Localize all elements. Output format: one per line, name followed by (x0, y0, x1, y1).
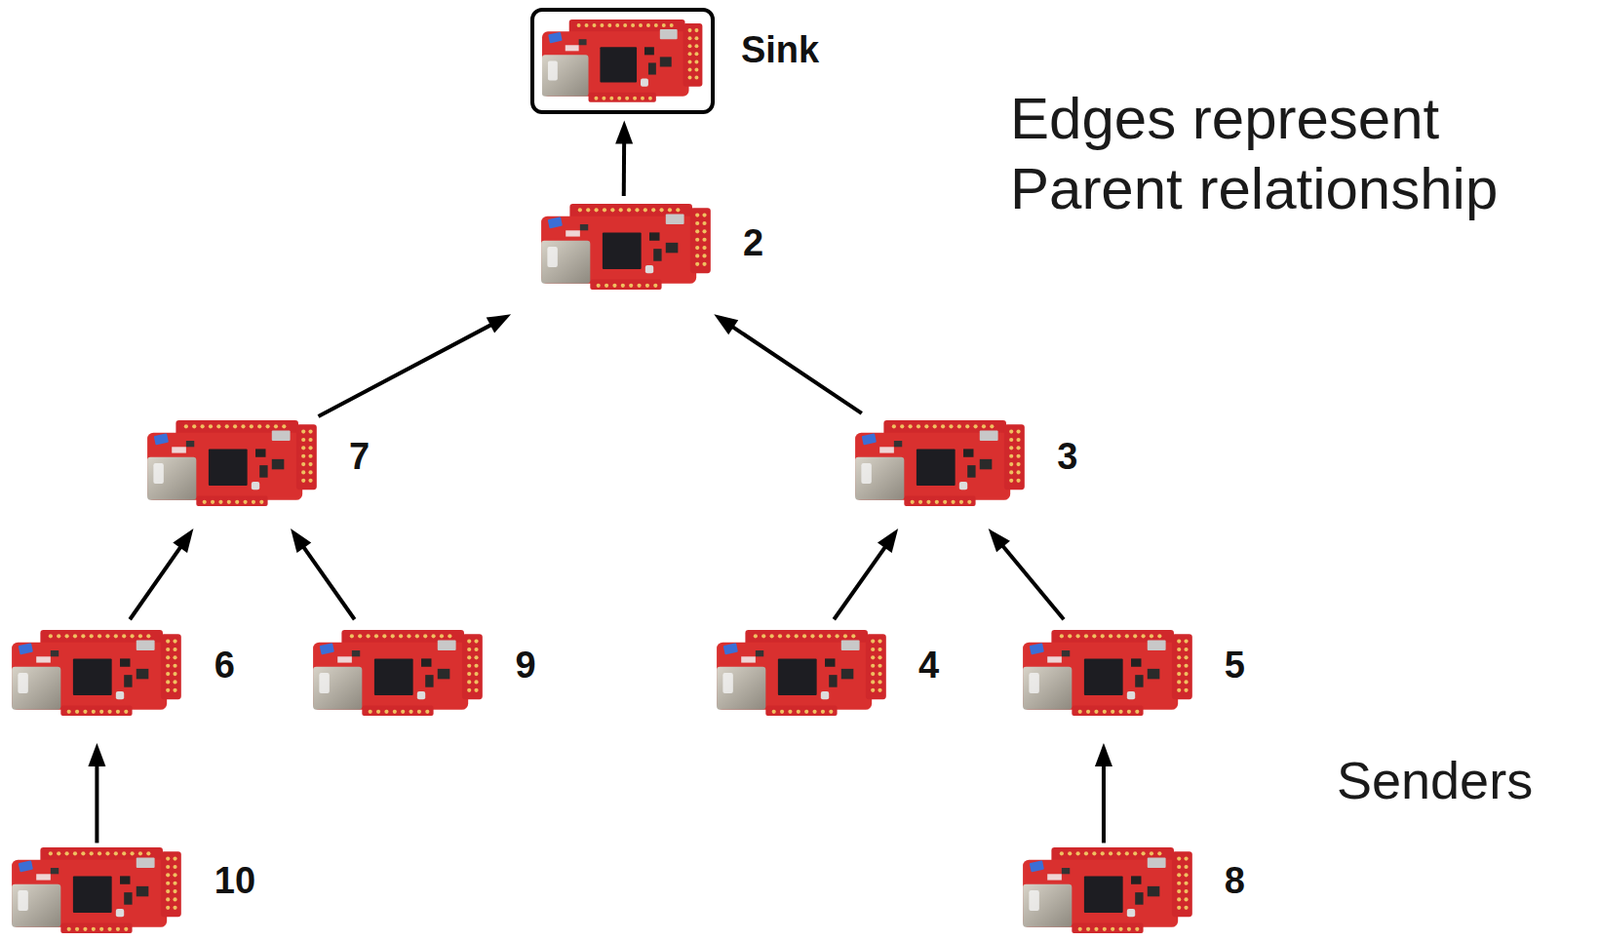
arrow-head (486, 313, 511, 333)
sensor-board (714, 627, 889, 718)
sensor-board (9, 627, 184, 718)
node-number: 7 (349, 436, 370, 478)
sensor-node: 10 (9, 845, 184, 936)
sensor-node: 2 (539, 201, 713, 292)
arrow-line (833, 546, 886, 620)
sensor-board (540, 17, 704, 105)
sensor-board (9, 845, 184, 936)
node-number: 8 (1224, 860, 1246, 902)
arrow-head (615, 119, 633, 144)
arrow-head (713, 313, 739, 335)
node-number: 2 (742, 223, 764, 265)
parent-arrow (1094, 742, 1113, 844)
sink-label: Sink (741, 30, 820, 72)
node-number: 10 (214, 860, 256, 902)
legend-note: Edges represent Parent relationship (1010, 83, 1594, 225)
sink-node: Sink (530, 7, 714, 115)
sensor-node: 7 (145, 418, 319, 508)
arrow-line (94, 764, 99, 844)
arrow-line (1101, 764, 1106, 844)
arrow-head (877, 528, 898, 553)
sensor-node: 8 (1020, 845, 1195, 936)
parent-arrow (87, 742, 106, 844)
arrow-line (318, 324, 493, 417)
sensor-board (1020, 627, 1195, 718)
arrow-line (732, 326, 862, 414)
arrow-line (622, 141, 626, 196)
parent-arrow (713, 313, 862, 414)
sensor-node: 6 (9, 627, 184, 718)
sensor-board (1020, 845, 1195, 936)
arrow-head (290, 528, 312, 553)
node-number: 4 (918, 645, 939, 687)
sensor-node: 3 (853, 418, 1027, 508)
arrow-head (1094, 742, 1113, 767)
sensor-board (311, 627, 485, 718)
node-number: 9 (514, 645, 536, 687)
sensor-board (145, 418, 319, 508)
sensor-board (539, 201, 713, 292)
arrow-head (87, 742, 106, 767)
arrow-line (1002, 545, 1064, 620)
parent-arrow (129, 528, 194, 620)
arrow-head (988, 528, 1011, 552)
node-number: 6 (214, 645, 235, 687)
arrow-line (129, 546, 182, 620)
sensor-node: 9 (311, 627, 485, 718)
node-number: 3 (1056, 436, 1078, 478)
sensor-node: 5 (1020, 627, 1195, 718)
parent-arrow (318, 313, 512, 417)
arrow-head (172, 528, 194, 553)
parent-arrow (988, 528, 1064, 620)
parent-arrow (833, 528, 898, 620)
sensor-node: 4 (714, 627, 889, 718)
arrow-line (303, 546, 355, 620)
parent-arrow (615, 119, 633, 196)
node-number: 5 (1224, 645, 1246, 687)
group-label: Senders (1336, 748, 1533, 813)
parent-arrow (290, 528, 355, 620)
sensor-board (853, 418, 1027, 508)
